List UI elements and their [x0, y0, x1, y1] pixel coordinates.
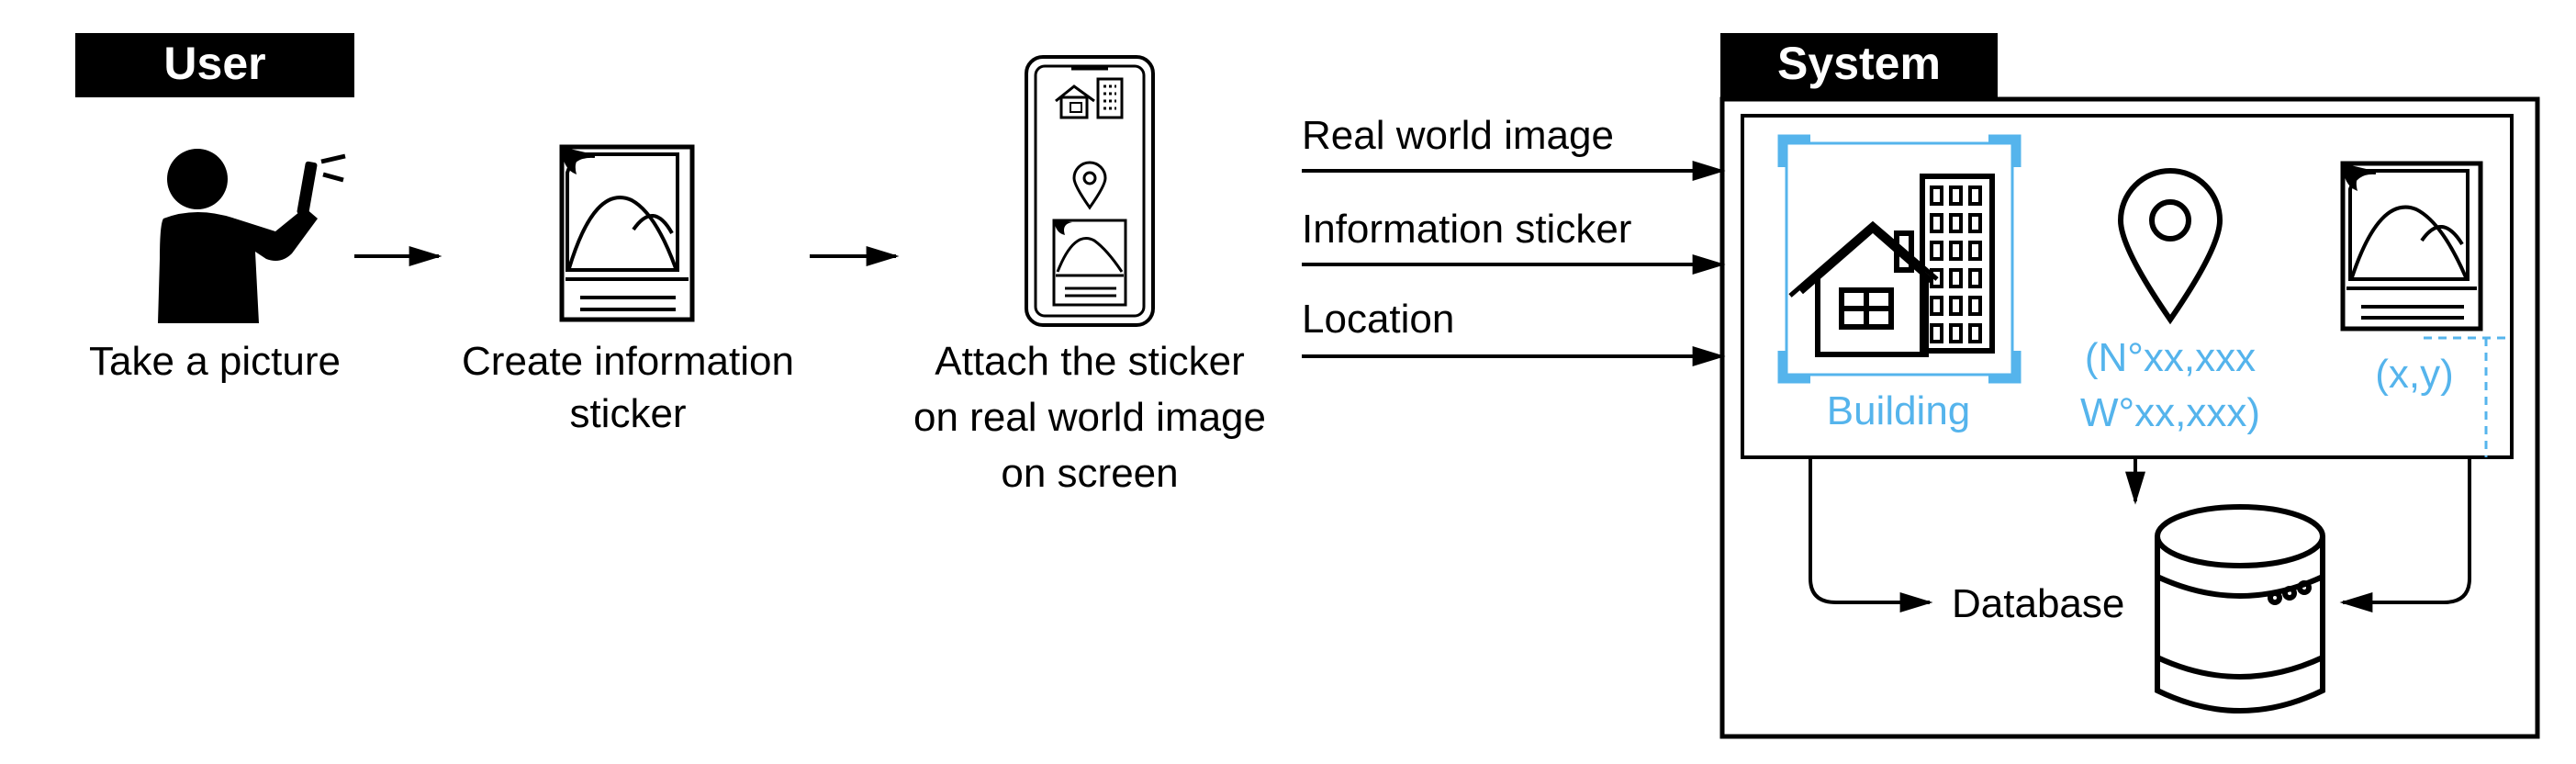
- system-box: System: [1719, 33, 2540, 739]
- location-coordinates-line1: (N°xx,xxx: [2085, 335, 2256, 380]
- building-to-database-arrow: [1809, 457, 1933, 612]
- user-header-label: User: [163, 38, 265, 89]
- database-label: Database: [1952, 581, 2124, 626]
- database-connectors: [1809, 457, 2471, 612]
- sticker-icon: [559, 144, 695, 322]
- building-label: Building: [1827, 388, 1971, 433]
- step-attach-sticker-label-line2: on real world image: [913, 395, 1266, 440]
- step-attach-sticker-label-line3: on screen: [1001, 451, 1178, 496]
- person-taking-photo-icon: [158, 149, 346, 323]
- input-arrows: Real world image Information sticker Loc…: [1302, 113, 1726, 366]
- office-building-icon: [1920, 174, 1995, 354]
- recognition-panel: [1741, 114, 2514, 459]
- location-coordinates-line2: W°xx,xxx): [2080, 390, 2260, 435]
- house-icon: [1788, 220, 1939, 357]
- step-take-picture-label: Take a picture: [89, 339, 341, 384]
- user-header: User: [75, 33, 354, 97]
- step-create-sticker-label-line2: sticker: [569, 391, 686, 436]
- input-label-real-world-image: Real world image: [1302, 113, 1614, 158]
- input-label-location: Location: [1302, 297, 1454, 342]
- database-icon: [2155, 504, 2325, 713]
- location-pin-icon: [2117, 168, 2223, 325]
- step-create-sticker-label-line1: Create information: [462, 339, 794, 384]
- input-label-information-sticker: Information sticker: [1302, 207, 1631, 252]
- system-header-label: System: [1777, 38, 1941, 89]
- building-selection-frame: [1777, 134, 2022, 384]
- phone-icon: [1025, 55, 1155, 327]
- step-attach-sticker-label-line1: Attach the sticker: [935, 339, 1244, 384]
- coordinate-guide: [2424, 336, 2512, 457]
- sticker-to-database-arrow: [2339, 457, 2471, 612]
- sticker-coordinate-label: (x,y): [2375, 352, 2454, 397]
- sticker-icon: [2340, 161, 2483, 331]
